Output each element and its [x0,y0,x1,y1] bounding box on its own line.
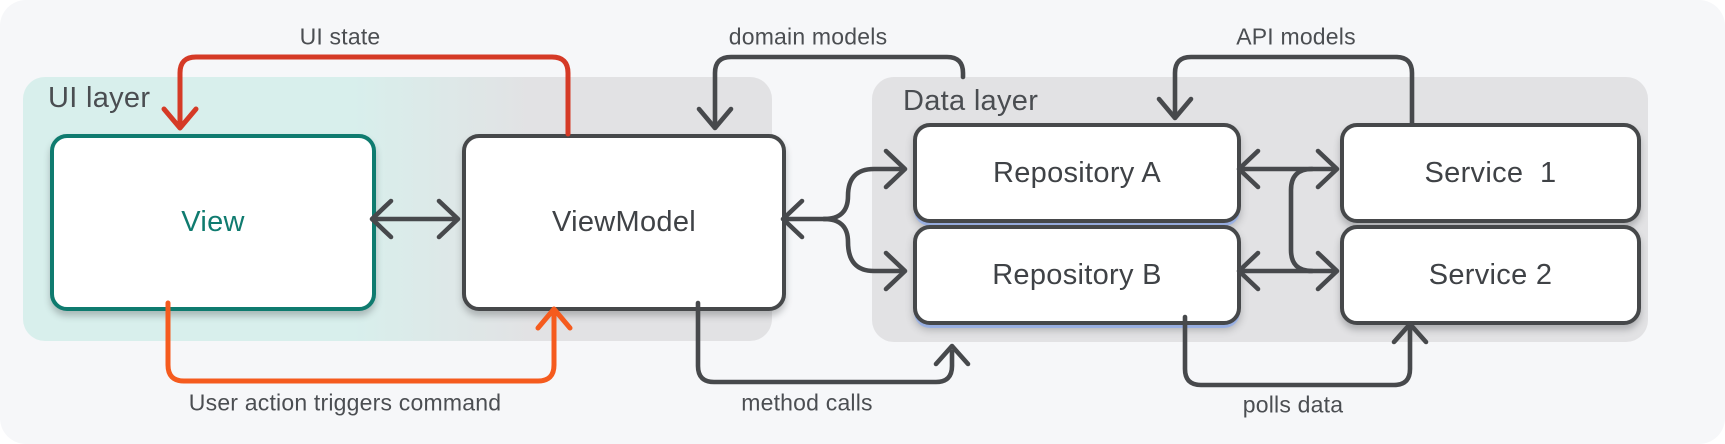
node-viewmodel: ViewModel [462,134,786,311]
node-view: View [50,134,376,311]
node-repository-b: Repository B [913,225,1241,325]
edge-label-polls-data: polls data [1242,391,1344,418]
node-repository-a: Repository A [913,123,1241,223]
data-layer-label: Data layer [903,85,1039,117]
node-service-1-label: Service 1 [1424,156,1557,189]
node-service-2-label: Service 2 [1428,258,1553,291]
edge-label-api-models: API models [1236,23,1356,50]
node-service-2: Service 2 [1340,225,1641,325]
node-view-label: View [181,206,245,238]
node-service-1: Service 1 [1340,123,1641,223]
edge-label-user-action: User action triggers command [188,389,502,416]
ui-layer-label: UI layer [48,82,151,114]
edge-label-method-calls: method calls [741,389,873,416]
node-repository-b-label: Repository B [992,258,1162,291]
node-repository-a-label: Repository A [992,156,1161,189]
edge-label-ui-state: UI state [299,23,381,50]
node-viewmodel-label: ViewModel [551,206,697,238]
edge-label-domain-models: domain models [728,23,888,50]
